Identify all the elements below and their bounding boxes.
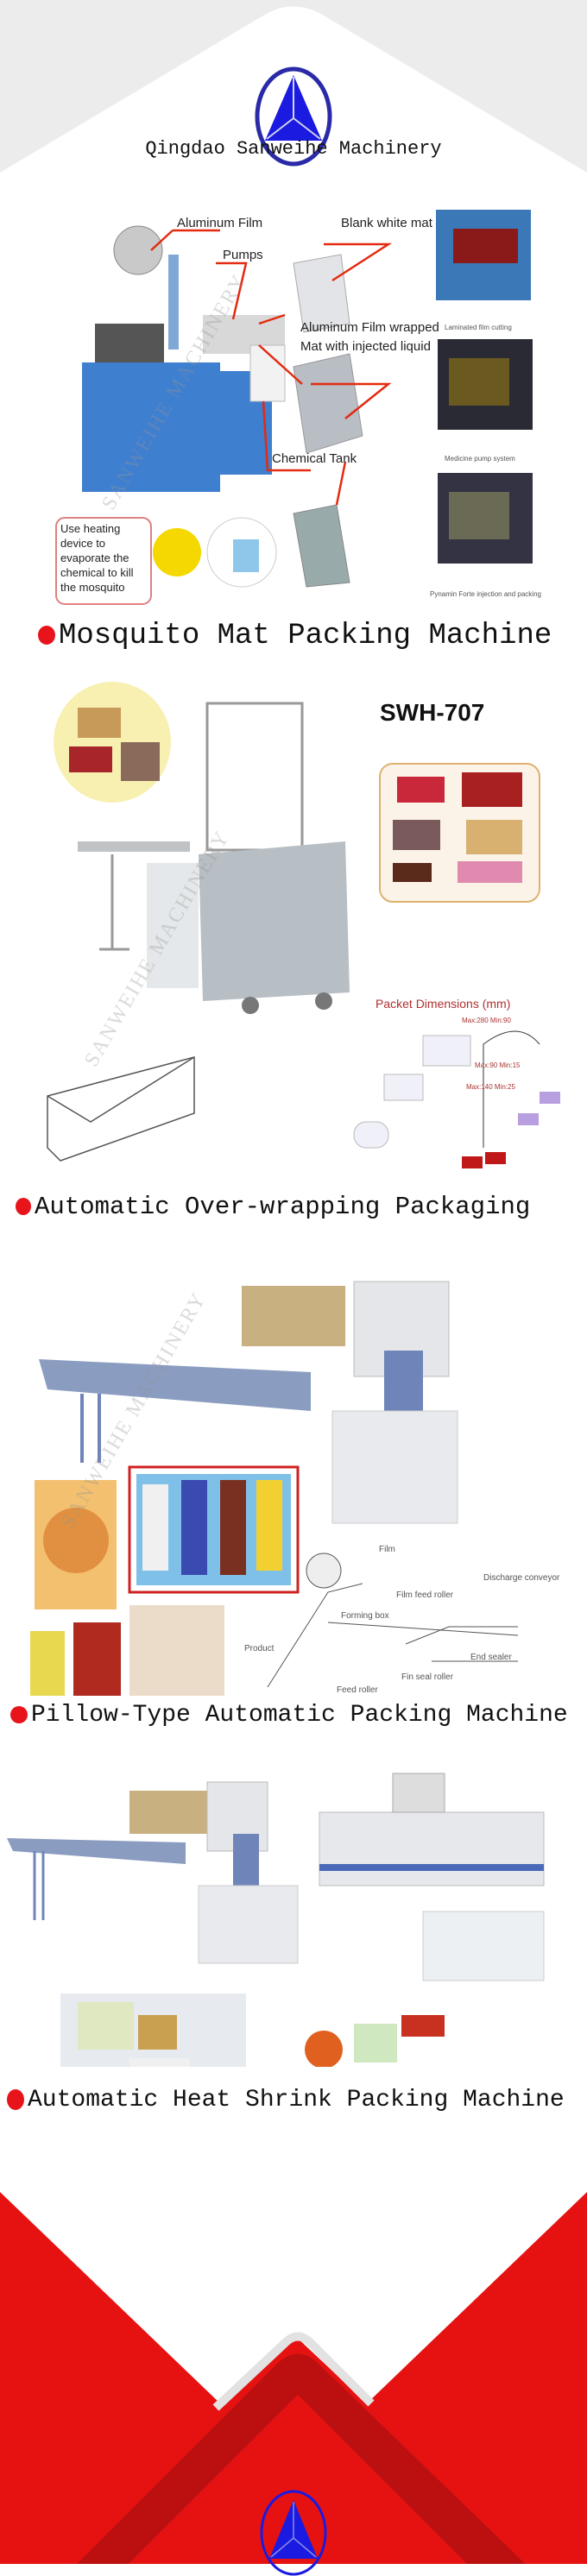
diagram-label-film: Film	[379, 1545, 395, 1554]
label-blank-white-mat: Blank white mat	[341, 216, 432, 230]
section-title-text: Pillow-Type Automatic Packing Machine	[31, 1702, 568, 1729]
caption-film-cutting: Laminated film cutting	[445, 324, 512, 331]
red-bullet-icon	[16, 1198, 31, 1216]
caption-injection-packing: Pynamin Forte injection and packing	[430, 590, 541, 598]
packet-dimensions-heading: Packet Dimensions (mm)	[376, 997, 511, 1011]
heat-shrink-illustration	[7, 1773, 545, 2067]
mosquito-mat-machine-image: Aluminum Film Pumps Blank white mat Alum…	[0, 186, 587, 617]
section-title-pillow-type: Pillow-Type Automatic Packing Machine	[10, 1702, 568, 1729]
diagram-label-end-sealer: End sealer	[470, 1653, 512, 1662]
dim-height: Max:90 Min:15	[475, 1061, 521, 1069]
company-name: Qingdao Sanweihe Machinery	[145, 138, 442, 160]
label-wrapped-mat-line2: Mat with injected liquid	[300, 339, 431, 354]
label-wrapped-mat-line1: Aluminum Film wrapped	[300, 320, 439, 335]
diagram-label-product: Product	[244, 1644, 275, 1653]
red-bullet-icon	[7, 2088, 24, 2110]
label-pumps: Pumps	[223, 248, 263, 262]
diagram-label-feed-roller: Feed roller	[337, 1685, 378, 1695]
label-heating-note: Use heating device to evaporate the chem…	[60, 522, 134, 594]
footer-banner	[0, 2157, 587, 2564]
section-title-over-wrapping: Automatic Over-wrapping Packaging	[16, 1193, 530, 1221]
section-title-text: Automatic Over-wrapping Packaging	[35, 1193, 531, 1221]
diagram-label-discharge-conveyor: Discharge conveyor	[483, 1573, 560, 1583]
header-banner: Qingdao Sanweihe Machinery	[0, 0, 587, 181]
section-title-text: Automatic Heat Shrink Packing Machine	[28, 2087, 565, 2113]
label-chemical-tank: Chemical Tank	[272, 451, 357, 466]
red-bullet-icon	[10, 1705, 28, 1723]
diagram-label-forming-box: Forming box	[341, 1611, 389, 1621]
over-wrapping-machine-image: SWH-707 Packet Dimensions (mm) Max:280 M…	[0, 664, 587, 1191]
section-title-heat-shrink: Automatic Heat Shrink Packing Machine	[7, 2087, 565, 2113]
model-number: SWH-707	[380, 699, 485, 726]
footer-logo-icon	[260, 2490, 327, 2576]
pillow-type-machine-image: Film Film feed roller Discharge conveyor…	[0, 1238, 587, 1700]
heat-shrink-machine-image	[0, 1756, 587, 2067]
company-logo-icon	[255, 66, 332, 167]
red-bullet-icon	[38, 626, 55, 646]
diagram-label-fin-seal-roller: Fin seal roller	[401, 1672, 454, 1682]
diagram-label-film-feed-roller: Film feed roller	[396, 1590, 454, 1600]
dim-width: Max:140 Min:25	[466, 1083, 515, 1091]
section-title-text: Mosquito Mat Packing Machine	[59, 620, 552, 652]
pillow-machine-illustration	[30, 1281, 519, 1696]
mosquito-machine-illustration	[55, 210, 533, 605]
caption-pump-system: Medicine pump system	[445, 455, 515, 463]
label-aluminum-film: Aluminum Film	[177, 216, 263, 230]
over-wrapping-illustration	[47, 682, 560, 1168]
section-title-mosquito-mat: Mosquito Mat Packing Machine	[38, 620, 552, 652]
dim-length: Max:280 Min:90	[462, 1017, 511, 1024]
